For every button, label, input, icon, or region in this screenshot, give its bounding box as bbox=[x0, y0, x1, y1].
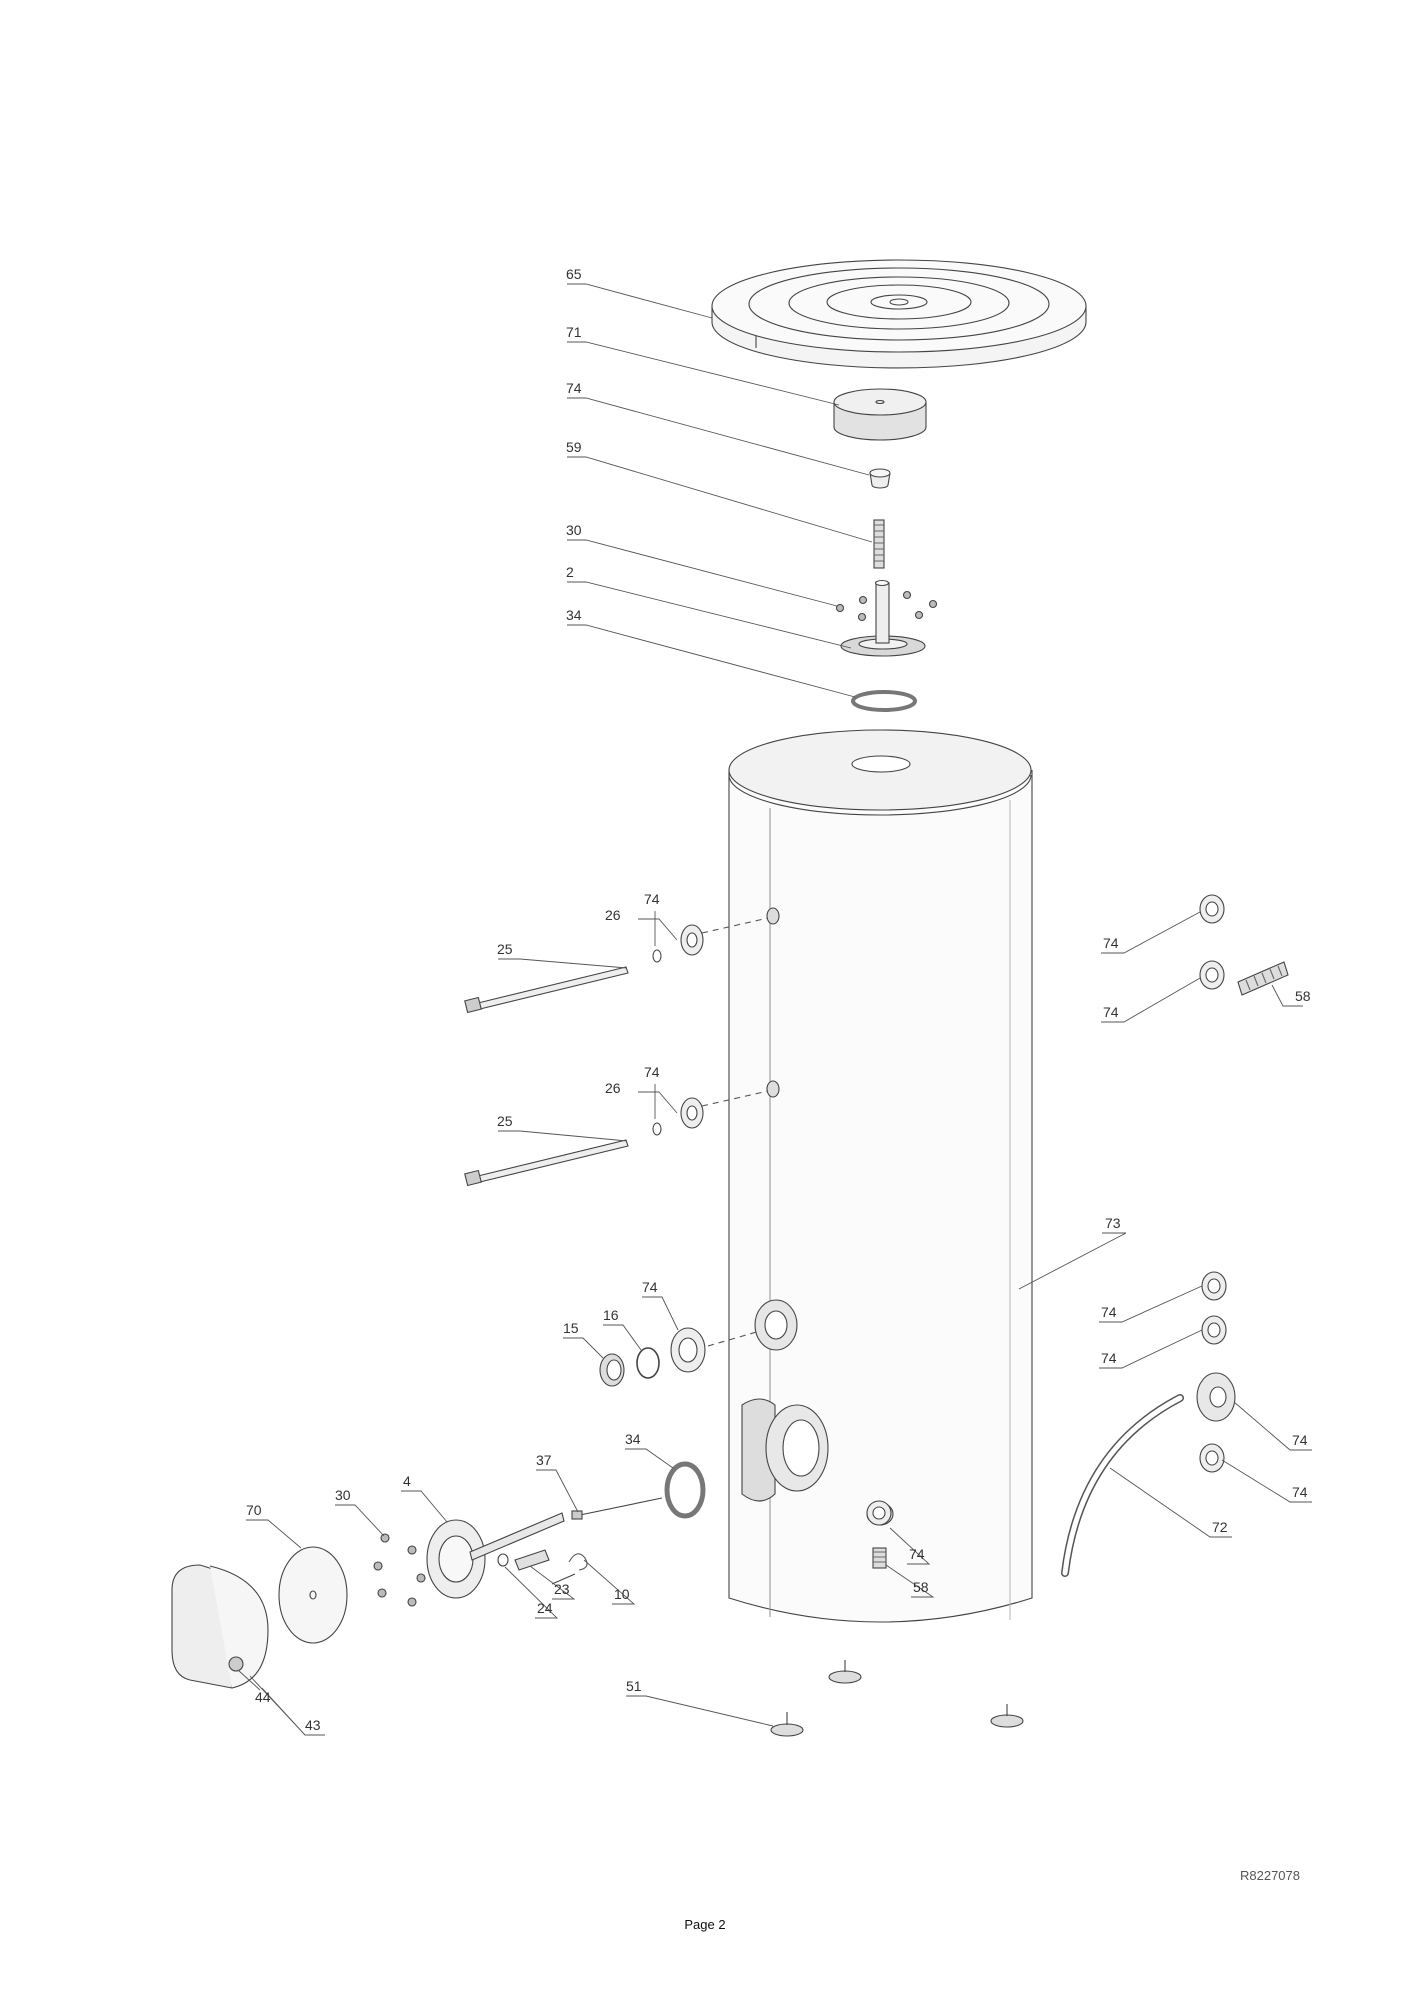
cap-74-top bbox=[869, 468, 891, 489]
label-2: 2 bbox=[566, 564, 574, 580]
pocket-25-a bbox=[464, 966, 629, 1014]
oring-16 bbox=[636, 1347, 660, 1379]
label-30-b: 30 bbox=[335, 1487, 351, 1503]
label-58-r: 58 bbox=[1295, 988, 1311, 1004]
screws-30-b bbox=[373, 1533, 426, 1607]
label-72: 72 bbox=[1212, 1519, 1228, 1535]
fitting-74-r6 bbox=[1199, 1443, 1225, 1473]
fitting-74-r4 bbox=[1201, 1315, 1227, 1345]
label-16: 16 bbox=[603, 1307, 619, 1323]
label-51: 51 bbox=[626, 1678, 642, 1694]
page-number: Page 2 bbox=[684, 1917, 726, 1932]
dip-pipe-72 bbox=[1061, 1394, 1184, 1577]
label-70: 70 bbox=[246, 1502, 262, 1518]
label-58-d: 58 bbox=[913, 1579, 929, 1595]
label-65: 65 bbox=[566, 266, 582, 282]
insulation-disc-70 bbox=[278, 1546, 348, 1644]
label-59: 59 bbox=[566, 439, 582, 455]
ring-24 bbox=[497, 1553, 509, 1567]
label-74-top: 74 bbox=[566, 380, 582, 396]
leader-lines bbox=[237, 283, 1312, 1736]
label-44: 44 bbox=[255, 1689, 271, 1705]
oring-26-a bbox=[652, 949, 662, 963]
label-23: 23 bbox=[554, 1581, 570, 1597]
label-74-r6: 74 bbox=[1292, 1484, 1308, 1500]
label-34-top: 34 bbox=[566, 607, 582, 623]
fitting-74-r2 bbox=[1199, 960, 1225, 990]
pocket-25-b bbox=[464, 1139, 629, 1187]
anode-59 bbox=[873, 519, 885, 569]
label-74-a: 74 bbox=[644, 891, 660, 907]
label-34-b: 34 bbox=[625, 1431, 641, 1447]
label-74-r4: 74 bbox=[1101, 1350, 1117, 1366]
fitting-74-a bbox=[680, 924, 704, 956]
fitting-74-r1 bbox=[1199, 894, 1225, 924]
label-74-r2: 74 bbox=[1103, 1004, 1119, 1020]
label-26-a: 26 bbox=[605, 907, 621, 923]
label-25-b: 25 bbox=[497, 1113, 513, 1129]
label-24: 24 bbox=[537, 1600, 553, 1616]
fitting-74-r3 bbox=[1201, 1271, 1227, 1301]
plug-15 bbox=[599, 1353, 625, 1387]
label-37: 37 bbox=[536, 1452, 552, 1468]
spring-58-d bbox=[872, 1547, 887, 1569]
label-73: 73 bbox=[1105, 1215, 1121, 1231]
label-30-top: 30 bbox=[566, 522, 582, 538]
insulation-disc-71 bbox=[833, 388, 927, 441]
thermostat-rod-37 bbox=[571, 1497, 663, 1520]
label-4: 4 bbox=[403, 1473, 411, 1489]
screws-30-top bbox=[835, 590, 938, 622]
label-15: 15 bbox=[563, 1320, 579, 1336]
label-25-a: 25 bbox=[497, 941, 513, 957]
label-74-r5: 74 bbox=[1292, 1432, 1308, 1448]
element-23 bbox=[514, 1549, 550, 1571]
label-43: 43 bbox=[305, 1717, 321, 1733]
gasket-34-b bbox=[664, 1461, 706, 1519]
top-cover-65 bbox=[711, 259, 1087, 369]
flange-2 bbox=[840, 579, 926, 657]
label-10: 10 bbox=[614, 1586, 630, 1602]
label-74-b: 74 bbox=[644, 1064, 660, 1080]
fitting-74-c bbox=[670, 1327, 706, 1373]
cylinder-body-73 bbox=[728, 729, 1033, 1623]
label-26-b: 26 bbox=[605, 1080, 621, 1096]
fitting-74-r5 bbox=[1196, 1372, 1236, 1422]
part-labels: 65 71 74 59 30 2 34 26 74 25 26 74 25 74… bbox=[246, 266, 1311, 1733]
thermostat-10 bbox=[551, 1553, 588, 1585]
gasket-34-top bbox=[851, 690, 917, 712]
label-74-r3: 74 bbox=[1101, 1304, 1117, 1320]
label-71: 71 bbox=[566, 324, 582, 340]
label-74-c: 74 bbox=[642, 1279, 658, 1295]
feet-51 bbox=[770, 1660, 1024, 1737]
oring-26-b bbox=[652, 1122, 662, 1136]
drawing-reference: R8227078 bbox=[1240, 1868, 1300, 1883]
spring-58-r bbox=[1237, 961, 1289, 996]
label-74-r1: 74 bbox=[1103, 935, 1119, 951]
assembly-dash-lines bbox=[701, 917, 769, 1347]
fitting-74-b bbox=[680, 1097, 704, 1129]
cover-43 bbox=[171, 1564, 269, 1689]
label-74-d: 74 bbox=[909, 1546, 925, 1562]
heater-plate-4 bbox=[426, 1512, 565, 1599]
fitting-74-d bbox=[866, 1500, 892, 1526]
